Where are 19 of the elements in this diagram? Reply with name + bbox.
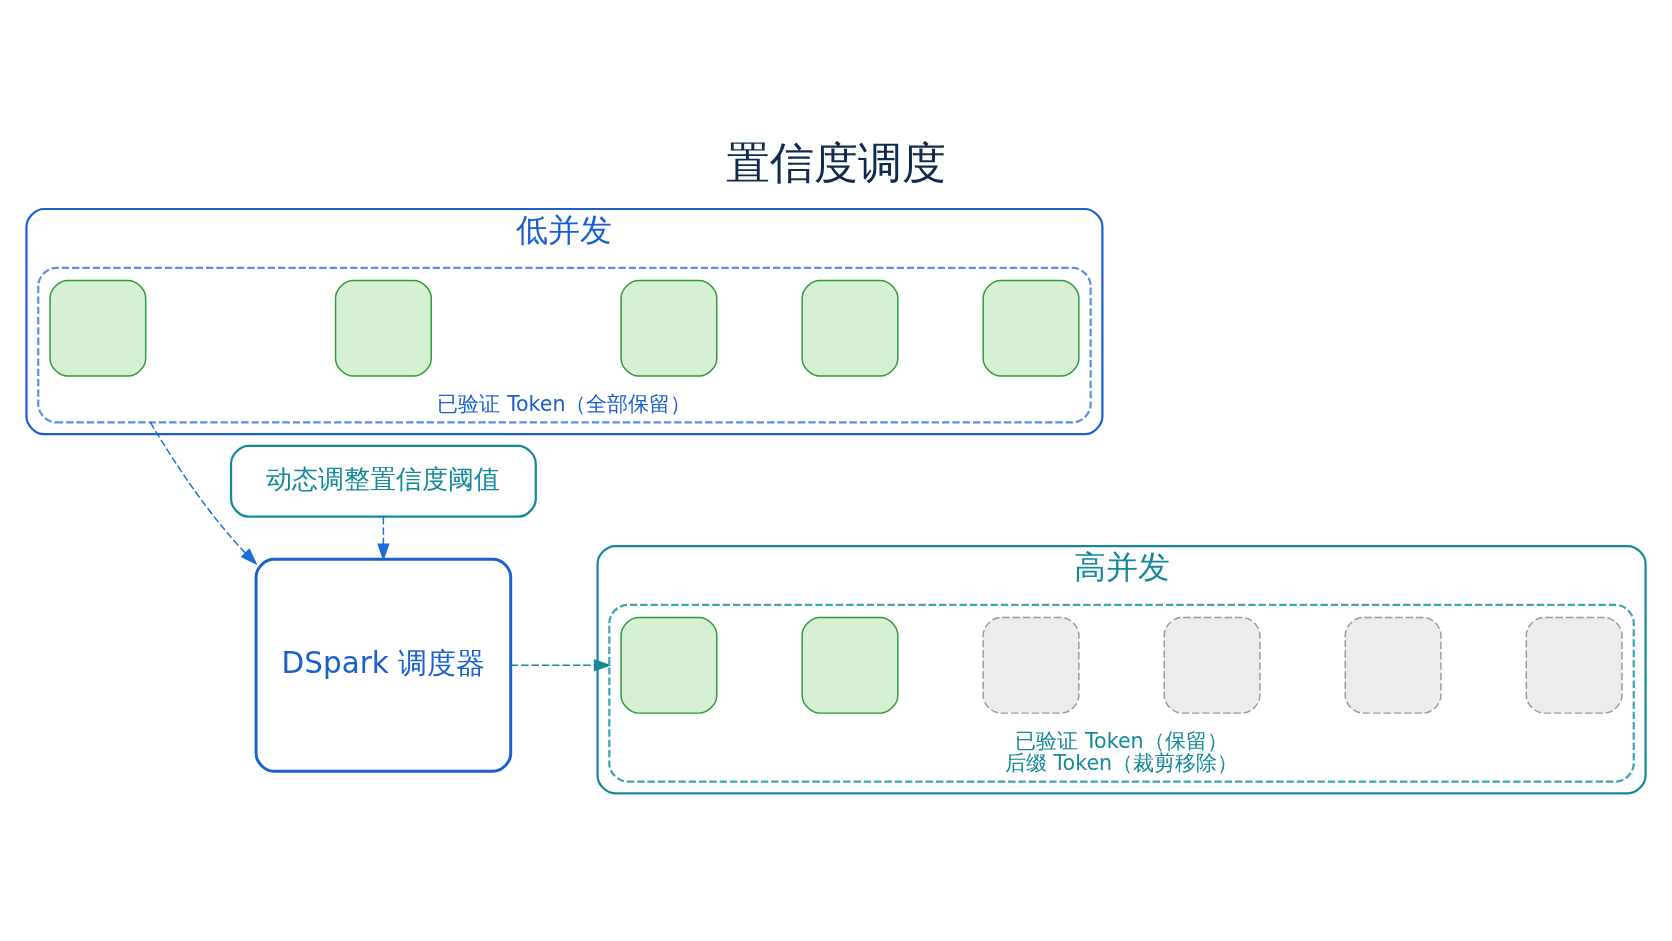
node-box: [49, 279, 147, 377]
node-box: [1525, 616, 1623, 714]
cluster: 已验证 Token（保留） 后缀 Token（裁剪移除）: [608, 603, 1635, 783]
node-box: [982, 616, 1080, 714]
arrow: [377, 515, 390, 561]
node-box: [620, 616, 718, 714]
arrow: [510, 658, 612, 671]
node-box: [334, 279, 432, 377]
node-box: 动态调整置信度阈值: [229, 444, 537, 518]
diagram-title: 置信度调度: [726, 136, 946, 188]
cluster: 已验证 Token（全部保留）: [37, 266, 1092, 424]
arrow: [149, 421, 258, 565]
node-box: [1344, 616, 1442, 714]
node-box: [1163, 616, 1261, 714]
node-box: [982, 279, 1080, 377]
node-box: [801, 616, 899, 714]
node-box: DSpark 调度器: [254, 557, 513, 773]
node-box: [801, 279, 899, 377]
node-box: [620, 279, 718, 377]
